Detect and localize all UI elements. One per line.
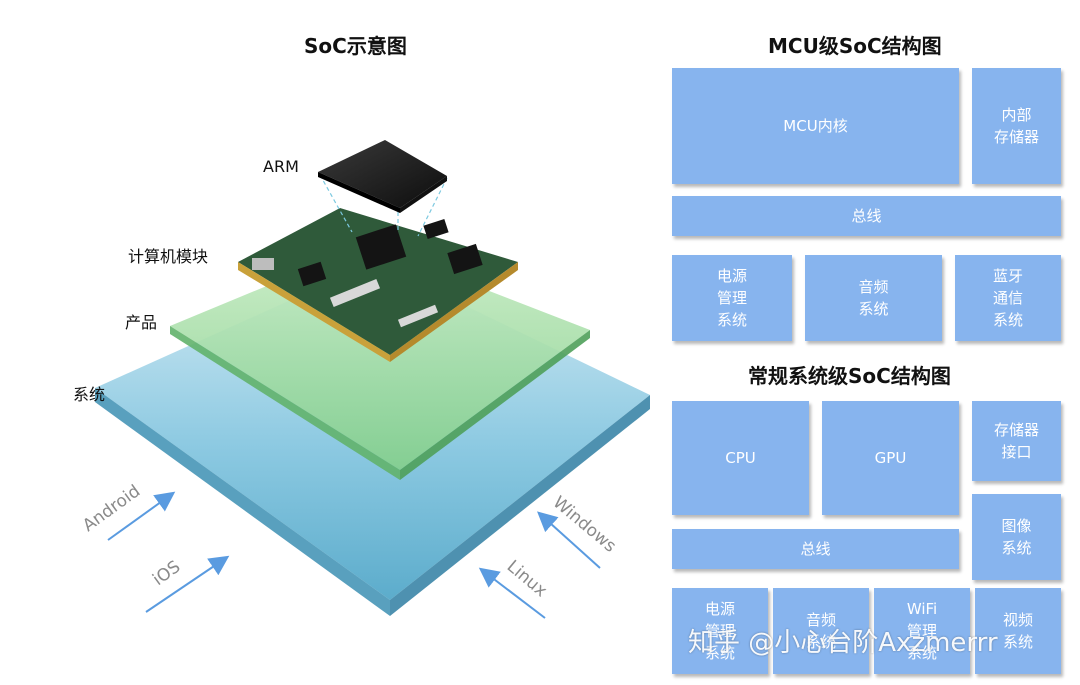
mcu-audio-block: 音频 系统	[805, 255, 942, 341]
storage-interface-block: 存储器 接口	[972, 401, 1061, 481]
wifi-block: WiFi 管理 系统	[874, 588, 970, 674]
gpu-block: GPU	[822, 401, 959, 515]
ios-arrow	[145, 555, 230, 613]
general-diagram-title: 常规系统级SoC结构图	[748, 364, 951, 388]
soc-layer-illustration: Android iOS Windows Linux	[79, 140, 650, 619]
soc-diagram-title: SoC示意图	[304, 34, 407, 58]
product-label: 产品	[125, 313, 158, 332]
android-arrow	[107, 491, 176, 541]
product-plane	[170, 244, 590, 480]
linux-arrow	[478, 567, 546, 619]
chip-projection-lines	[319, 174, 448, 237]
arm-label: ARM	[263, 157, 299, 176]
mcu-bluetooth-block: 蓝牙 通信 系统	[955, 255, 1061, 341]
mcu-core-block: MCU内核	[672, 68, 959, 184]
ios-label: iOS	[149, 557, 184, 590]
video-system-block: 视频 系统	[975, 588, 1061, 674]
cpu-block: CPU	[672, 401, 809, 515]
image-system-block: 图像 系统	[972, 494, 1061, 580]
mcu-power-block: 电源 管理 系统	[672, 255, 792, 341]
zhihu-watermark: 知乎 @小心台阶Axzmerrr	[688, 628, 998, 658]
linux-label: Linux	[503, 557, 551, 602]
arm-chip	[318, 140, 447, 213]
system-label: 系统	[73, 385, 106, 404]
android-label: Android	[79, 481, 144, 536]
general-bus-block: 总线	[672, 529, 959, 569]
general-audio-block: 音频 系统	[773, 588, 869, 674]
mcu-bus-block: 总线	[672, 196, 1061, 236]
general-power-block: 电源 管理 系统	[672, 588, 768, 674]
compute-module-label: 计算机模块	[128, 247, 209, 266]
windows-label: Windows	[549, 493, 620, 557]
mcu-internal-storage-block: 内部 存储器	[972, 68, 1061, 184]
mcu-diagram-title: MCU级SoC结构图	[768, 34, 942, 58]
compute-module-pcb	[238, 208, 518, 362]
windows-arrow	[537, 511, 601, 569]
